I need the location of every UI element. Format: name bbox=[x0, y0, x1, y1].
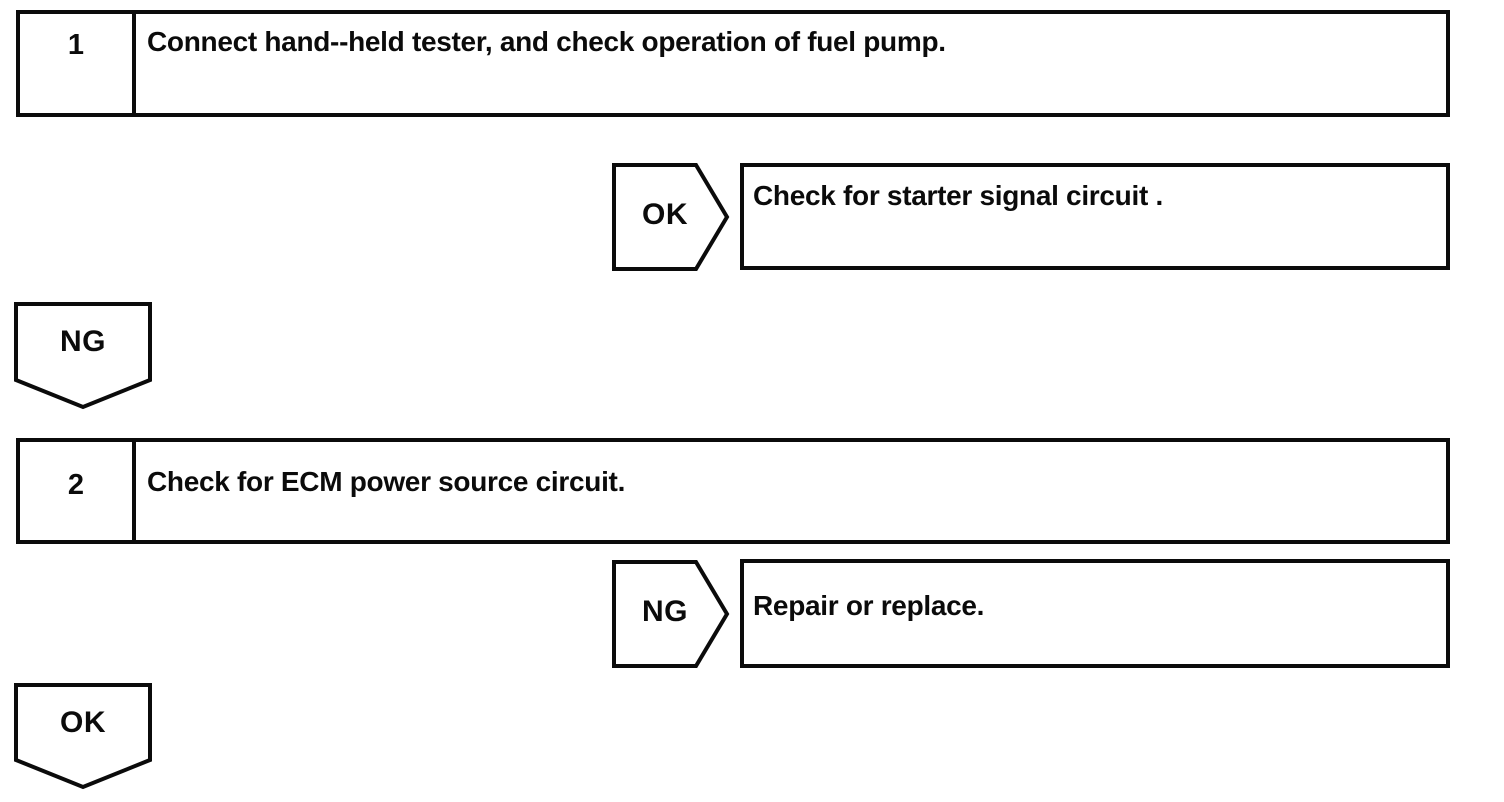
continue-tag-ok-label: OK bbox=[60, 706, 106, 739]
down-pentagon-icon bbox=[14, 302, 152, 410]
branch-arrow-ok-label: OK bbox=[642, 198, 688, 231]
step-2-number-cell: 2 bbox=[20, 442, 136, 540]
right-pentagon-arrow-icon bbox=[612, 163, 730, 271]
step-1-box: 1 Connect hand--held tester, and check o… bbox=[16, 10, 1450, 117]
step-2-instruction: Check for ECM power source circuit. bbox=[147, 466, 626, 497]
action-box-starter-signal: Check for starter signal circuit . bbox=[740, 163, 1450, 270]
action-box-repair-replace: Repair or replace. bbox=[740, 559, 1450, 668]
step-2-box: 2 Check for ECM power source circuit. bbox=[16, 438, 1450, 544]
continue-tag-ng: NG bbox=[14, 302, 152, 410]
step-1-instruction: Connect hand--held tester, and check ope… bbox=[147, 26, 946, 57]
branch-arrow-ng-label: NG bbox=[642, 595, 688, 628]
right-pentagon-arrow-icon bbox=[612, 560, 730, 668]
branch-arrow-ok: OK bbox=[612, 163, 730, 271]
branch-arrow-ng: NG bbox=[612, 560, 730, 668]
step-1-number-cell: 1 bbox=[20, 14, 136, 113]
continue-tag-ng-label: NG bbox=[60, 325, 106, 358]
step-2-number: 2 bbox=[67, 469, 85, 501]
step-1-number: 1 bbox=[67, 29, 85, 61]
down-pentagon-icon bbox=[14, 683, 152, 790]
continue-tag-ok: OK bbox=[14, 683, 152, 790]
